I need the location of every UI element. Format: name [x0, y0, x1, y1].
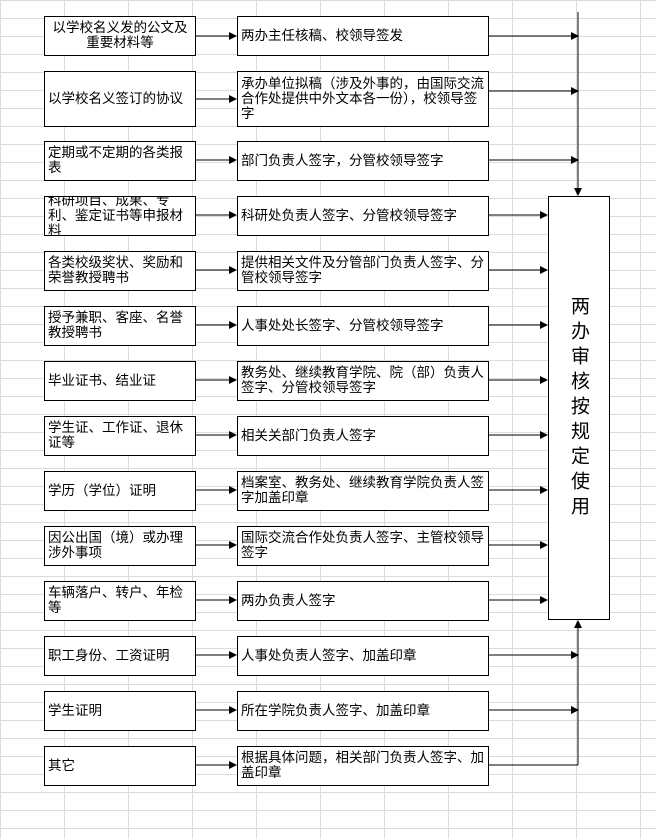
action-label-11: 两办负责人签字: [241, 592, 336, 609]
action-box-12: 人事处负责人签字、加盖印章: [237, 636, 489, 676]
source-box-6: 授予兼职、客座、名誉教授聘书: [44, 306, 196, 346]
action-label-2: 承办单位拟稿（涉及外事的，由国际交流合作处提供中外文本各一份），校领导签字: [241, 75, 484, 122]
action-label-14: 根据具体问题，相关部门负责人签字、加盖印章: [241, 750, 484, 781]
action-box-2: 承办单位拟稿（涉及外事的，由国际交流合作处提供中外文本各一份），校领导签字: [237, 71, 489, 127]
source-label-4: 科研项目、成果、专利、鉴定证书等申报材料: [48, 196, 183, 236]
action-label-7: 教务处、继续教育学院、院（部）负责人签字、分管校领导签字: [241, 365, 484, 396]
source-box-5: 各类校级奖状、奖励和荣誉教授聘书: [44, 251, 196, 291]
action-box-10: 国际交流合作处负责人签字、主管校领导签字: [237, 526, 489, 566]
action-label-6: 人事处处长签字、分管校领导签字: [241, 317, 444, 334]
source-label-6: 授予兼职、客座、名誉教授聘书: [48, 310, 183, 341]
source-label-12: 职工身份、工资证明: [48, 647, 170, 664]
action-label-4: 科研处负责人签字、分管校领导签字: [241, 207, 457, 224]
source-box-3: 定期或不定期的各类报表: [44, 141, 196, 181]
action-box-14: 根据具体问题，相关部门负责人签字、加盖印章: [237, 746, 489, 786]
action-box-6: 人事处处长签字、分管校领导签字: [237, 306, 489, 346]
source-box-12: 职工身份、工资证明: [44, 636, 196, 676]
target-label: 两办审核按规定使用: [568, 295, 590, 521]
action-box-4: 科研处负责人签字、分管校领导签字: [237, 196, 489, 236]
source-box-1: 以学校名义发的公文及重要材料等: [44, 16, 196, 56]
target-box: 两办审核按规定使用: [548, 196, 610, 620]
source-label-1: 以学校名义发的公文及重要材料等: [52, 20, 188, 51]
action-box-11: 两办负责人签字: [237, 581, 489, 621]
source-box-14: 其它: [44, 746, 196, 786]
source-box-10: 因公出国（境）或办理涉外事项: [44, 526, 196, 566]
source-label-3: 定期或不定期的各类报表: [48, 145, 183, 176]
source-label-11: 车辆落户、转户、年检等: [48, 585, 183, 616]
source-label-10: 因公出国（境）或办理涉外事项: [48, 530, 183, 561]
action-label-12: 人事处负责人签字、加盖印章: [241, 647, 417, 664]
source-box-11: 车辆落户、转户、年检等: [44, 581, 196, 621]
source-box-4: 科研项目、成果、专利、鉴定证书等申报材料: [44, 196, 196, 236]
source-label-5: 各类校级奖状、奖励和荣誉教授聘书: [48, 255, 183, 286]
action-label-9: 档案室、教务处、继续教育学院负责人签字加盖印章: [241, 475, 484, 506]
source-label-8: 学生证、工作证、退休证等: [48, 420, 183, 451]
source-label-14: 其它: [48, 757, 75, 774]
action-box-1: 两办主任核稿、校领导签发: [237, 16, 489, 56]
action-box-13: 所在学院负责人签字、加盖印章: [237, 691, 489, 731]
action-label-1: 两办主任核稿、校领导签发: [241, 27, 403, 44]
source-box-2: 以学校名义签订的协议: [44, 71, 196, 127]
source-box-9: 学历（学位）证明: [44, 471, 196, 511]
source-box-13: 学生证明: [44, 691, 196, 731]
source-label-9: 学历（学位）证明: [48, 482, 156, 499]
source-label-13: 学生证明: [48, 702, 102, 719]
action-label-10: 国际交流合作处负责人签字、主管校领导签字: [241, 530, 484, 561]
source-box-8: 学生证、工作证、退休证等: [44, 416, 196, 456]
action-label-8: 相关关部门负责人签字: [241, 427, 376, 444]
action-box-5: 提供相关文件及分管部门负责人签字、分管校领导签字: [237, 251, 489, 291]
source-box-7: 毕业证书、结业证: [44, 361, 196, 401]
action-label-13: 所在学院负责人签字、加盖印章: [241, 702, 430, 719]
action-box-3: 部门负责人签字，分管校领导签字: [237, 141, 489, 181]
action-box-8: 相关关部门负责人签字: [237, 416, 489, 456]
source-label-7: 毕业证书、结业证: [48, 372, 156, 389]
action-box-9: 档案室、教务处、继续教育学院负责人签字加盖印章: [237, 471, 489, 511]
source-label-2: 以学校名义签订的协议: [48, 90, 183, 107]
action-label-5: 提供相关文件及分管部门负责人签字、分管校领导签字: [241, 255, 484, 286]
action-box-7: 教务处、继续教育学院、院（部）负责人签字、分管校领导签字: [237, 361, 489, 401]
action-label-3: 部门负责人签字，分管校领导签字: [241, 152, 444, 169]
